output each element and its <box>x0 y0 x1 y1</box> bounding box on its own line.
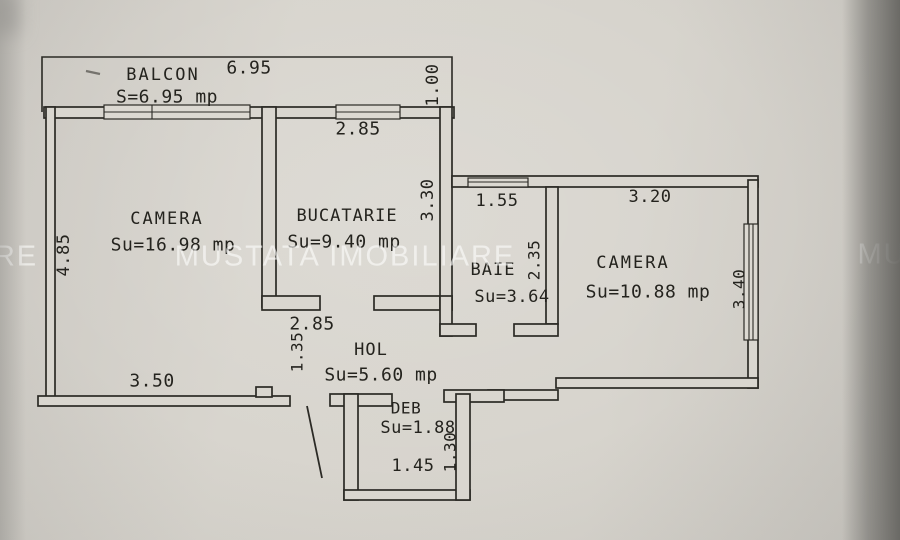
dim-camera-left-bottom: 3.50 <box>129 370 175 392</box>
bucatarie-area: Su=9.40 mp <box>287 231 401 253</box>
wall-deb-right <box>455 393 471 501</box>
balcon-area: S=6.95 mp <box>115 86 219 108</box>
camera-left-name: CAMERA <box>130 209 204 229</box>
dim-deb-width: 1.45 <box>391 456 435 476</box>
dim-baie-width: 1.55 <box>475 191 519 211</box>
wall-hol-top-left <box>261 295 321 311</box>
dim-camera-right-height: 3.40 <box>729 268 749 310</box>
photo-edge-shadow-left <box>0 0 26 540</box>
camera-right-area: Su=10.88 mp <box>585 281 711 303</box>
wall-baie-left-foot <box>439 323 477 337</box>
wall-deb-left <box>343 393 359 501</box>
wall-baie-right-foot <box>513 323 559 337</box>
deb-name: DEB <box>390 398 422 418</box>
dim-camera-left-height: 4.85 <box>54 233 74 277</box>
dim-balcon-width: 6.95 <box>226 57 272 79</box>
wall-camera-right-bottom <box>555 377 759 389</box>
entrance-door-swing <box>306 405 323 479</box>
camera-right-name: CAMERA <box>596 253 670 273</box>
dim-deb-height: 1.30 <box>440 431 460 473</box>
wall-deb-bottom <box>343 489 471 501</box>
camera-left-area: Su=16.98 mp <box>110 234 236 256</box>
wall-bucatarie-right <box>439 106 453 311</box>
dim-bucatarie-window: 2.85 <box>335 118 381 140</box>
photo-edge-shadow-right <box>842 0 900 540</box>
watermark-left-fragment: RE <box>0 241 38 274</box>
hol-name: HOL <box>354 340 388 360</box>
wall-camera-left-bottom <box>37 395 291 407</box>
deb-area: Su=1.88 <box>380 418 456 438</box>
wall-notch <box>255 386 273 398</box>
balcony-outline <box>41 56 453 112</box>
dim-bucatarie-height: 3.30 <box>418 178 438 222</box>
bucatarie-name: BUCATARIE <box>296 206 398 226</box>
pen-mark <box>85 69 101 76</box>
photo-shadow-smudge <box>0 0 20 34</box>
wall-camera-bucatarie <box>261 106 277 308</box>
dim-balcon-depth: 1.00 <box>423 63 443 107</box>
dim-hol-width: 2.85 <box>289 313 335 335</box>
dim-camera-right-width: 3.20 <box>628 187 672 207</box>
balcon-name: BALCON <box>126 65 200 85</box>
hol-area: Su=5.60 mp <box>324 364 438 386</box>
camera-right-window <box>743 223 759 341</box>
dim-hol-door: 1.35 <box>287 331 307 373</box>
baie-area: Su=3.64 <box>474 287 550 307</box>
wall-deb-cap-left <box>329 393 393 407</box>
dim-baie-height: 2.35 <box>524 239 544 281</box>
watermark-center: MUSTATA IMOBILIARE <box>174 240 516 273</box>
baie-name: BAIE <box>470 260 516 280</box>
wall-deb-cap-right <box>443 389 505 403</box>
